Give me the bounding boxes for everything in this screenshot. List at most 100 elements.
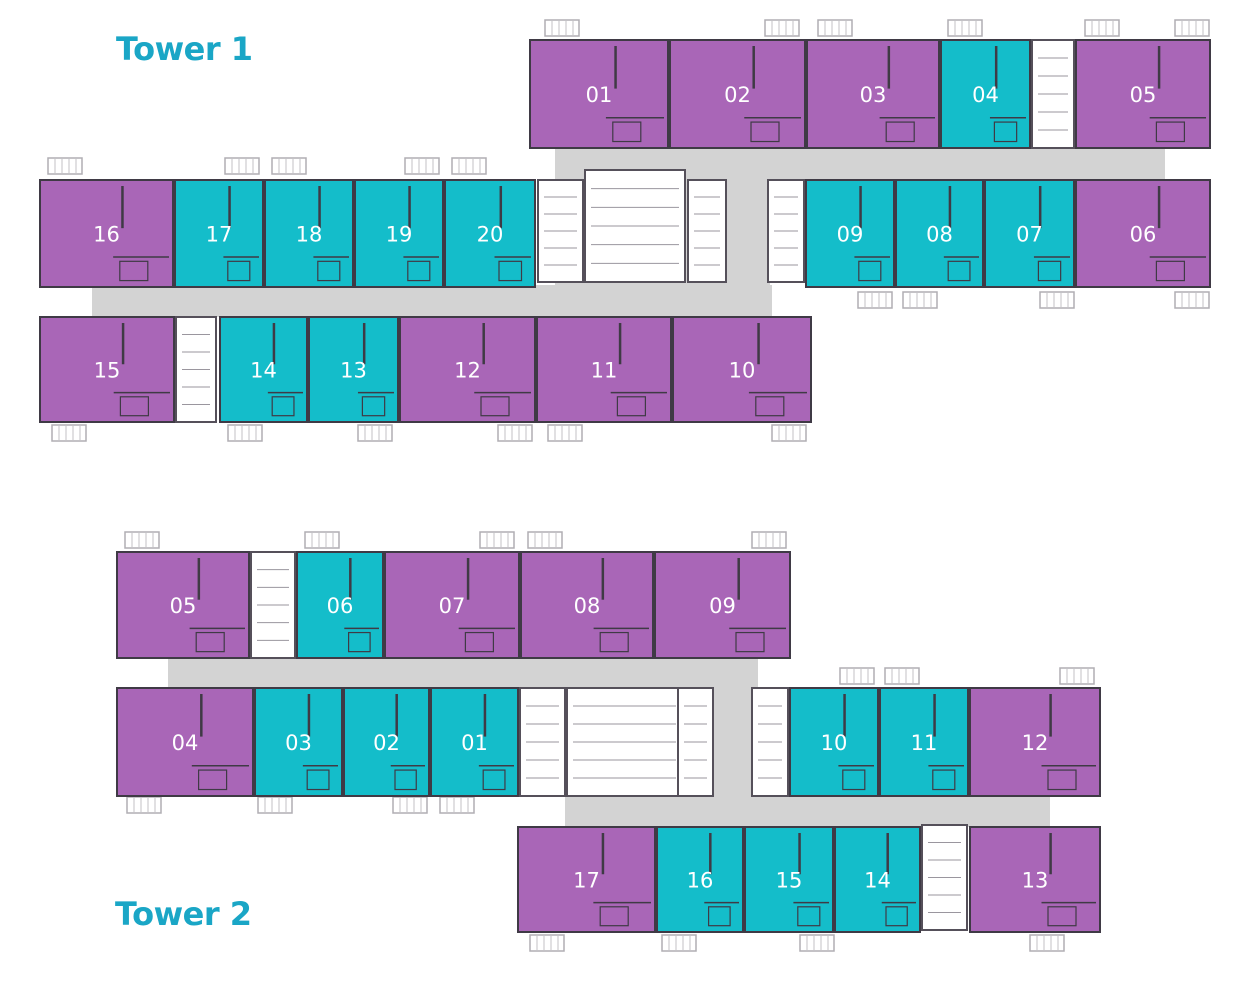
unit-fill (116, 687, 254, 797)
unit-tower2-06: 06 (296, 551, 384, 659)
unit-tower2-07: 07 (384, 551, 520, 659)
unit-fill (969, 826, 1101, 933)
unit-fill (656, 826, 744, 933)
unit-label: 19 (386, 223, 413, 247)
unit-tower2-05: 05 (116, 551, 250, 659)
bathroom-fixture (1155, 260, 1186, 282)
unit-fill (1075, 39, 1211, 149)
balcony (799, 934, 835, 952)
balcony (529, 934, 565, 952)
bathroom-fixture (599, 906, 629, 927)
balcony (479, 531, 515, 549)
unit-tower2-10: 10 (789, 687, 879, 797)
unit-label: 20 (477, 223, 504, 247)
bathroom-fixture (317, 260, 341, 282)
unit-tower2-17: 17 (517, 826, 656, 933)
corridor-segment (565, 795, 1050, 827)
unit-tower1-01: 01 (529, 39, 669, 149)
bathroom-fixture (858, 260, 882, 282)
bathroom-fixture (198, 769, 228, 791)
unit-tower2-09: 09 (654, 551, 791, 659)
unit-label: 10 (821, 731, 848, 755)
unit-tower2-11: 11 (879, 687, 969, 797)
balcony (764, 19, 800, 37)
balcony (771, 424, 807, 442)
bathroom-fixture (885, 906, 908, 927)
bathroom-fixture (885, 121, 915, 143)
unit-tower1-18: 18 (264, 179, 354, 288)
unit-tower1-03: 03 (806, 39, 940, 149)
bathroom-fixture (947, 260, 971, 282)
unit-fill (430, 687, 519, 797)
balcony (1029, 934, 1065, 952)
balcony (404, 157, 440, 175)
unit-fill (940, 39, 1031, 149)
balcony (547, 424, 583, 442)
bathroom-fixture (1155, 121, 1186, 143)
unit-label: 15 (94, 359, 121, 383)
balcony (947, 19, 983, 37)
unit-label: 12 (454, 359, 481, 383)
bathroom-fixture (842, 769, 866, 791)
bathroom-fixture (407, 260, 431, 282)
unit-tower1-04: 04 (940, 39, 1031, 149)
unit-tower2-02: 02 (343, 687, 430, 797)
bathroom-fixture (1037, 260, 1062, 282)
balcony (451, 157, 487, 175)
unit-tower1-10: 10 (672, 316, 812, 423)
balconies (47, 19, 1210, 952)
bathroom-fixture (119, 396, 150, 417)
unit-label: 15 (776, 869, 803, 893)
unit-fill (444, 179, 536, 288)
bathroom-fixture (119, 260, 149, 282)
unit-label: 02 (724, 83, 751, 107)
bathroom-fixture (195, 631, 225, 653)
balcony (124, 531, 160, 549)
unit-fill (399, 316, 536, 423)
unit-fill (789, 687, 879, 797)
unit-fill (805, 179, 895, 288)
corridor-segment (168, 658, 758, 688)
unit-fill (834, 826, 921, 933)
unit-fill (308, 316, 399, 423)
unit-tower2-03: 03 (254, 687, 343, 797)
unit-label: 08 (926, 223, 953, 247)
unit-fill (219, 316, 308, 423)
unit-label: 06 (327, 594, 354, 618)
unit-fill (39, 316, 175, 423)
unit-label: 14 (250, 359, 277, 383)
balcony (51, 424, 87, 442)
unit-label: 14 (864, 869, 891, 893)
unit-tower1-19: 19 (354, 179, 444, 288)
unit-label: 07 (1016, 223, 1043, 247)
balcony (1059, 667, 1095, 685)
service-cores (175, 39, 1075, 931)
unit-fill (517, 826, 656, 933)
unit-label: 09 (709, 594, 736, 618)
bathroom-fixture (755, 396, 785, 417)
unit-tower1-09: 09 (805, 179, 895, 288)
bathroom-fixture (348, 631, 371, 653)
unit-fill (264, 179, 354, 288)
unit-tower1-05: 05 (1075, 39, 1211, 149)
bathroom-fixture (1047, 769, 1077, 791)
bathroom-fixture (735, 631, 765, 653)
unit-label: 05 (1130, 83, 1157, 107)
unit-fill (895, 179, 984, 288)
bathroom-fixture (599, 631, 629, 653)
balcony (271, 157, 307, 175)
unit-fill (296, 551, 384, 659)
unit-tower1-02: 02 (669, 39, 806, 149)
balcony (1084, 19, 1120, 37)
balcony (902, 291, 938, 309)
balcony (47, 157, 83, 175)
unit-fill (254, 687, 343, 797)
unit-tower2-13: 13 (969, 826, 1101, 933)
unit-label: 06 (1130, 223, 1157, 247)
balcony (751, 531, 787, 549)
unit-tower1-15: 15 (39, 316, 175, 423)
unit-tower1-06: 06 (1075, 179, 1211, 288)
bathroom-fixture (361, 396, 386, 417)
unit-label: 03 (285, 731, 312, 755)
